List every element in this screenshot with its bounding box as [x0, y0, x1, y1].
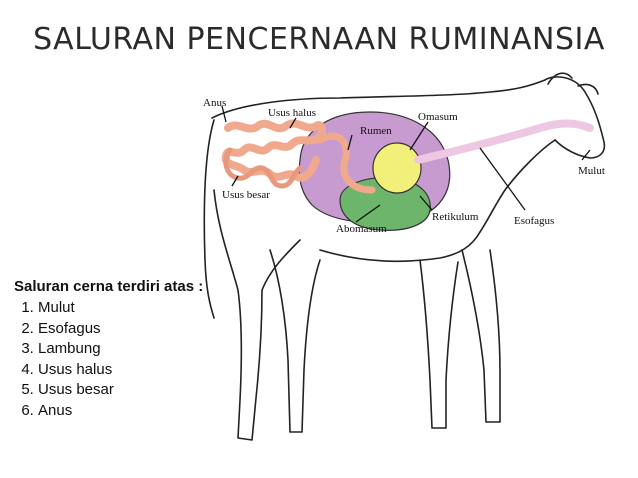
label-omasum: Omasum — [418, 111, 458, 123]
cow-neck-under — [479, 139, 556, 233]
label-usus-halus: Usus halus — [268, 107, 316, 119]
label-anus: Anus — [203, 97, 226, 109]
label-rumen: Rumen — [360, 125, 392, 137]
large-intestine-coil — [223, 147, 303, 189]
cow-rear-leg-2 — [269, 249, 321, 433]
slide-title: SALURAN PENCERNAAN RUMINANSIA — [33, 22, 605, 57]
label-abomasum: Abomasum — [336, 223, 387, 235]
list-item: Mulut — [38, 298, 203, 319]
list-item: Anus — [38, 401, 203, 422]
list-item: Esofagus — [38, 319, 203, 340]
cow-head — [544, 76, 606, 159]
list-item: Usus besar — [38, 380, 203, 401]
cow-ear — [547, 72, 573, 85]
cow-belly — [319, 231, 481, 263]
cow-rear-leg — [213, 189, 301, 441]
label-usus-besar: Usus besar — [222, 189, 270, 201]
cow-horn — [577, 83, 599, 95]
label-retikulum: Retikulum — [432, 211, 479, 223]
intestine-connector — [316, 132, 376, 194]
cow-back-line — [211, 79, 546, 119]
cow-outline — [203, 72, 606, 441]
organ-list: Mulut Esofagus Lambung Usus halus Usus b… — [14, 298, 203, 421]
cow-front-leg — [419, 259, 459, 429]
cow-tail — [203, 119, 215, 319]
digestive-tract-list: Saluran cerna terdiri atas : Mulut Esofa… — [14, 278, 203, 421]
cow-front-leg-2 — [461, 249, 501, 423]
esophagus-organ — [414, 119, 594, 164]
label-esofagus: Esofagus — [514, 215, 554, 227]
omasum-organ — [372, 142, 422, 194]
label-mulut: Mulut — [578, 165, 605, 177]
list-item: Usus halus — [38, 360, 203, 381]
leader-lines — [221, 105, 591, 223]
list-heading: Saluran cerna terdiri atas : — [14, 278, 204, 295]
list-item: Lambung — [38, 339, 203, 360]
